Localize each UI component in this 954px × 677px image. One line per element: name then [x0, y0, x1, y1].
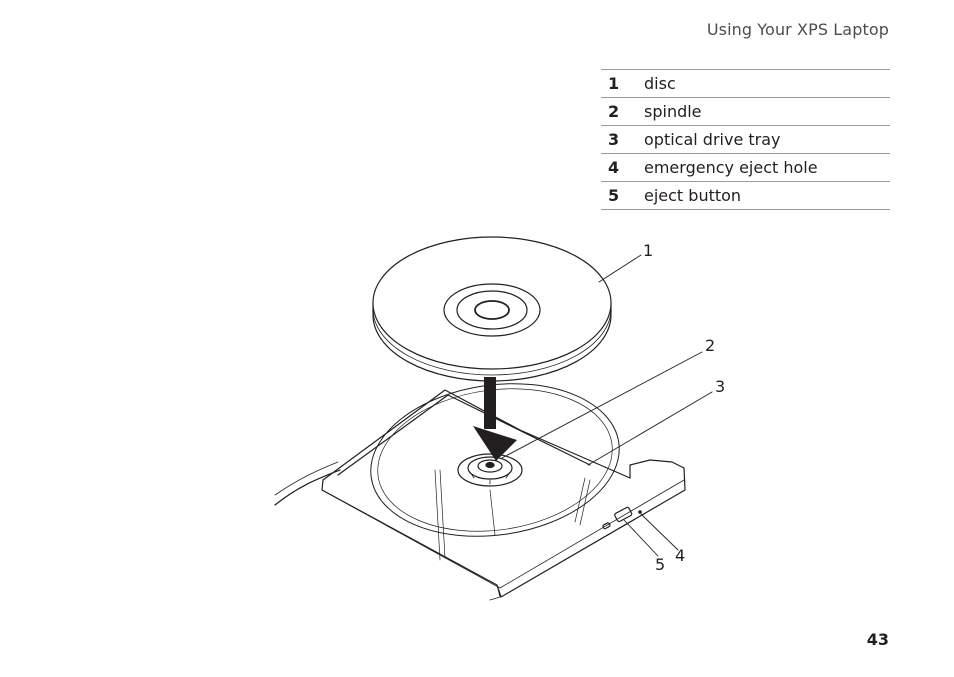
legend-row: 4 emergency eject hole — [601, 153, 890, 182]
legend-number: 1 — [601, 69, 644, 98]
legend-row: 1 disc — [601, 69, 890, 98]
callout-3: 3 — [715, 377, 725, 396]
callout-5: 5 — [655, 555, 665, 574]
legend-number: 5 — [601, 181, 644, 210]
callout-2: 2 — [705, 336, 715, 355]
legend-label: eject button — [644, 181, 890, 210]
legend-row: 2 spindle — [601, 97, 890, 126]
leader-line-1 — [598, 254, 642, 283]
legend-number: 3 — [601, 125, 644, 154]
drive-indicator — [602, 522, 611, 530]
running-header: Using Your XPS Laptop — [706, 20, 889, 39]
disc — [372, 236, 612, 382]
legend-label: disc — [644, 69, 890, 98]
legend-row: 3 optical drive tray — [601, 125, 890, 154]
callout-legend-table: 1 disc 2 spindle 3 optical drive tray 4 … — [601, 69, 890, 210]
legend-number: 4 — [601, 153, 644, 182]
legend-label: spindle — [644, 97, 890, 126]
leader-line-2 — [501, 351, 703, 459]
legend-label: optical drive tray — [644, 125, 890, 154]
leader-line-4 — [640, 513, 679, 551]
legend-number: 2 — [601, 97, 644, 126]
leader-line-3 — [587, 391, 713, 466]
emergency-eject-hole — [638, 510, 642, 514]
eject-button — [614, 506, 633, 523]
legend-label: emergency eject hole — [644, 153, 890, 182]
optical-drive-tray — [321, 383, 686, 601]
page-number: 43 — [866, 630, 889, 649]
legend-row: 5 eject button — [601, 181, 890, 210]
laptop-chassis-edge-inner — [274, 461, 339, 496]
leader-line-5 — [623, 519, 659, 557]
callout-4: 4 — [675, 546, 685, 565]
insert-arrow — [473, 377, 517, 461]
spindle — [457, 453, 523, 487]
callout-1: 1 — [643, 241, 653, 260]
